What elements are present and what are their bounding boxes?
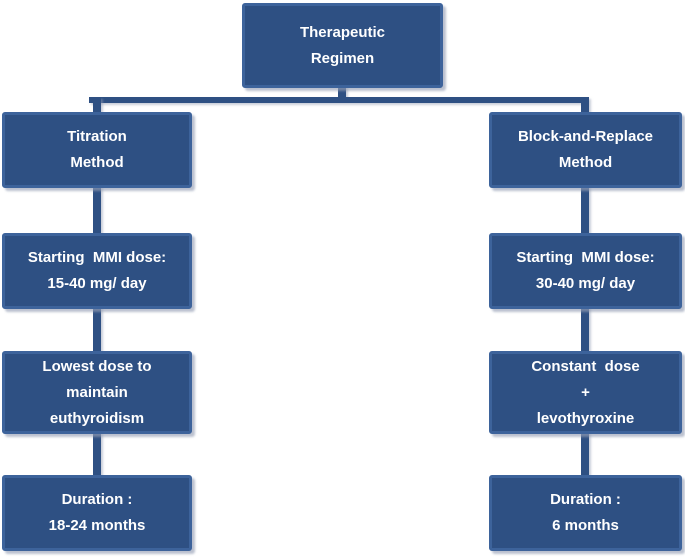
node-text-line: Duration : bbox=[550, 491, 621, 508]
node-text-line: Block-and-Replace bbox=[517, 128, 654, 145]
node-block-replace-constant-dose: Constant dose + levothyroxine bbox=[489, 351, 682, 434]
connector-block-replace-3 bbox=[581, 431, 589, 478]
node-text-line: maintain bbox=[66, 383, 128, 401]
connector-titration-3 bbox=[93, 431, 101, 478]
node-text-line: 6 months bbox=[552, 517, 619, 534]
node-titration-maintenance: Lowest dose to maintain euthyroidism bbox=[2, 351, 192, 434]
connector-horizontal-split bbox=[89, 97, 586, 103]
node-titration-duration: Duration : 18-24 months bbox=[2, 475, 192, 551]
node-text-line: levothyroxine bbox=[536, 409, 635, 427]
connector-block-replace-1 bbox=[581, 185, 589, 236]
node-titration-starting-dose: Starting MMI dose: 15-40 mg/ day bbox=[2, 233, 192, 309]
node-text-line: Titration bbox=[67, 128, 127, 145]
node-text-line: 18-24 months bbox=[48, 517, 146, 534]
connector-left-branch-stub bbox=[93, 97, 101, 115]
node-text-line: Method bbox=[70, 154, 124, 171]
node-text-line: 30-40 mg/ day bbox=[535, 275, 636, 292]
node-therapeutic-regimen: Therapeutic Regimen bbox=[242, 3, 443, 88]
connector-titration-1 bbox=[93, 185, 101, 236]
connector-root-stub bbox=[338, 85, 346, 99]
node-block-replace-starting-dose: Starting MMI dose: 30-40 mg/ day bbox=[489, 233, 682, 309]
node-text-line: Therapeutic bbox=[299, 23, 386, 41]
node-text-line: Duration : bbox=[61, 491, 133, 508]
node-block-replace-duration: Duration : 6 months bbox=[489, 475, 682, 551]
node-text-line: + bbox=[581, 383, 590, 401]
connector-block-replace-2 bbox=[581, 306, 589, 354]
node-text-line: Starting MMI dose: bbox=[516, 249, 655, 266]
node-block-and-replace-method: Block-and-Replace Method bbox=[489, 112, 682, 188]
node-text-line: Lowest dose to bbox=[42, 357, 152, 375]
connector-titration-2 bbox=[93, 306, 101, 354]
connector-right-branch-stub bbox=[581, 97, 589, 115]
node-text-line: Constant dose bbox=[531, 357, 640, 375]
node-text-line: Method bbox=[558, 154, 613, 171]
node-text-line: 15-40 mg/ day bbox=[47, 275, 147, 292]
node-text-line: Starting MMI dose: bbox=[27, 249, 167, 266]
node-text-line: Regimen bbox=[310, 49, 375, 67]
node-titration-method: Titration Method bbox=[2, 112, 192, 188]
node-text-line: euthyroidism bbox=[49, 409, 145, 427]
